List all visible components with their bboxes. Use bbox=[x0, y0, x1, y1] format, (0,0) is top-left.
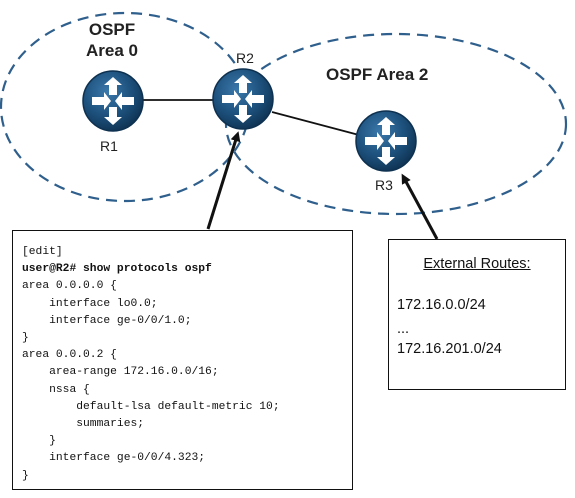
config-line: summaries; bbox=[22, 418, 145, 431]
config-line: [edit] bbox=[22, 246, 63, 258]
config-line: area-range 172.16.0.0/16; bbox=[22, 366, 219, 379]
config-line: area 0.0.0.0 { bbox=[22, 280, 117, 293]
router-r3-icon[interactable] bbox=[355, 110, 417, 172]
router-r3-label: R3 bbox=[375, 177, 393, 193]
router-r2-label: R2 bbox=[236, 50, 254, 66]
config-line: } bbox=[22, 332, 29, 345]
config-line: area 0.0.0.2 { bbox=[22, 349, 117, 362]
config-line: interface lo0.0; bbox=[22, 297, 158, 310]
area-0-label-line2: Area 0 bbox=[86, 41, 138, 60]
router-r1-label: R1 bbox=[100, 138, 118, 154]
area-0-label-line1: OSPF bbox=[88, 20, 136, 39]
config-line: } bbox=[22, 435, 56, 448]
router-r1-icon[interactable] bbox=[82, 70, 144, 132]
external-route-item: 172.16.201.0/24 bbox=[397, 341, 502, 357]
config-line: interface ge-0/0/4.323; bbox=[22, 452, 206, 465]
config-line: user@R2# show protocols ospf bbox=[22, 263, 212, 276]
external-routes-title: External Routes: bbox=[423, 256, 531, 272]
external-routes-pointer-arrow bbox=[401, 173, 439, 240]
area-2-label: OSPF Area 2 bbox=[326, 65, 429, 84]
link-r2-r3 bbox=[271, 111, 360, 136]
area-0-label: OSPF Area 0 bbox=[74, 19, 150, 61]
router-r2-icon[interactable] bbox=[212, 68, 274, 130]
r2-ospf-config-box: [edit] user@R2# show protocols ospf area… bbox=[12, 230, 353, 490]
config-line: default-lsa default-metric 10; bbox=[22, 400, 280, 413]
config-pointer-arrow bbox=[206, 131, 241, 230]
config-line: } bbox=[22, 469, 29, 482]
external-routes-box: External Routes: 172.16.0.0/24 ... 172.1… bbox=[388, 239, 566, 390]
config-line: nssa { bbox=[22, 383, 90, 396]
config-line: interface ge-0/0/1.0; bbox=[22, 314, 192, 327]
external-route-item: 172.16.0.0/24 bbox=[397, 297, 486, 313]
external-route-item: ... bbox=[397, 321, 410, 337]
